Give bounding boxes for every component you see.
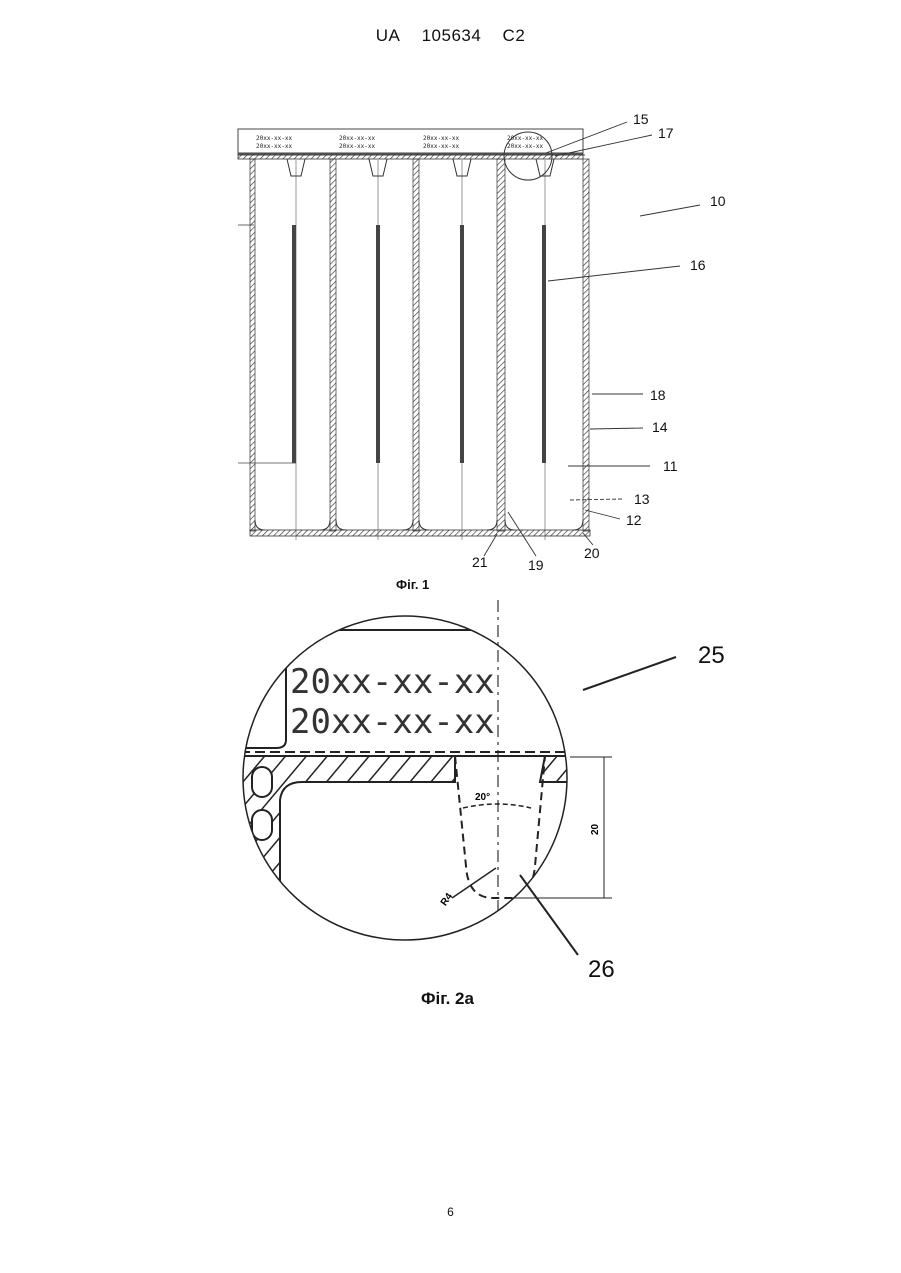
compartment-4	[504, 132, 589, 540]
big-stamp-line-1: 20xx-xx-xx	[290, 662, 495, 702]
angle-label: 20°	[475, 792, 490, 803]
ref-12: 12	[626, 512, 642, 528]
compartment-1	[238, 159, 336, 540]
stamp-line-3a: 20xx-xx-xx	[423, 135, 460, 142]
compartment-3	[453, 159, 505, 540]
stamp-line-1a: 20xx-xx-xx	[256, 135, 293, 142]
ref-20: 20	[584, 545, 600, 561]
dimension-label: 20	[590, 823, 601, 835]
ref-21: 21	[472, 554, 488, 570]
ref-18: 18	[650, 387, 666, 403]
ref-11: 11	[663, 458, 678, 474]
ref-15: 15	[633, 111, 649, 127]
stamp-line-1b: 20xx-xx-xx	[256, 143, 293, 150]
ref-14: 14	[652, 419, 668, 435]
ref-19: 19	[528, 557, 544, 573]
ref-26: 26	[588, 956, 615, 983]
compartment-2	[369, 159, 419, 540]
figure-2a-caption: Фіг. 2а	[421, 989, 474, 1009]
stamp-line-2a: 20xx-xx-xx	[339, 135, 376, 142]
ref-17: 17	[658, 125, 674, 141]
figure-1-caption: Фіг. 1	[396, 577, 429, 592]
stamp-line-2b: 20xx-xx-xx	[339, 143, 376, 150]
stamp-line-4a: 20xx-xx-xx	[507, 135, 544, 142]
ref-16: 16	[690, 257, 706, 273]
ref-10: 10	[710, 193, 726, 209]
stamp-line-3b: 20xx-xx-xx	[423, 143, 460, 150]
page-number: 6	[0, 1205, 901, 1219]
radius-label: R4	[439, 891, 456, 908]
figure-1-drawing: 20xx-xx-xx 20xx-xx-xx 20xx-xx-xx 20xx-xx…	[238, 111, 726, 573]
stamp-line-4b: 20xx-xx-xx	[507, 143, 544, 150]
ref-13: 13	[634, 491, 650, 507]
figure-2a-drawing: 20xx-xx-xx 20xx-xx-xx 20° R4 20 25 26	[240, 600, 725, 983]
ref-25: 25	[698, 642, 725, 669]
big-stamp-line-2: 20xx-xx-xx	[290, 702, 495, 742]
